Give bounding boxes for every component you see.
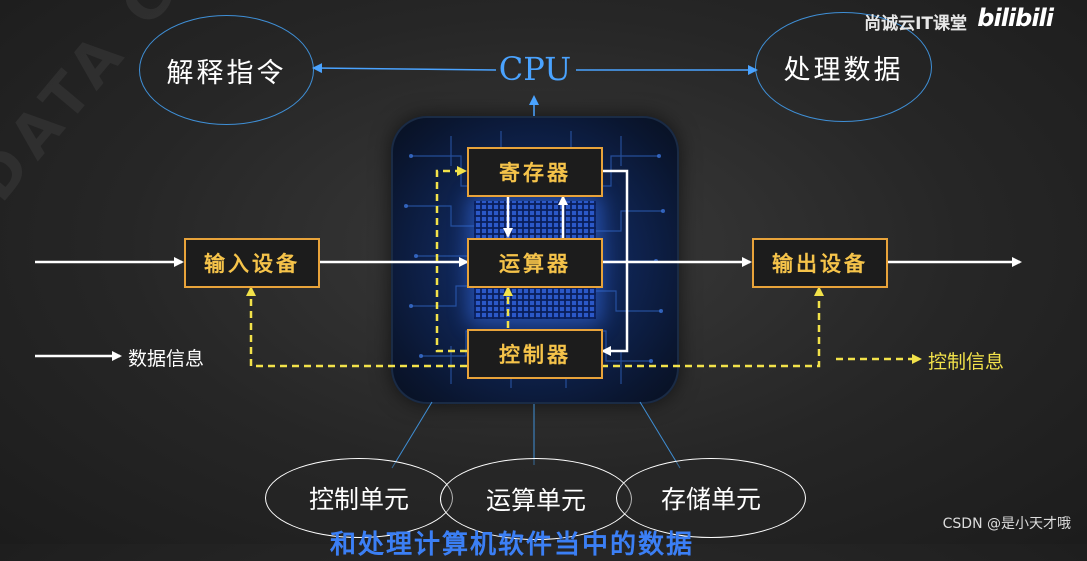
controller-to-input-control bbox=[246, 286, 467, 368]
alu-label: 运算器 bbox=[499, 251, 571, 276]
interpret-instructions-ellipse: 解释指令 bbox=[139, 15, 314, 125]
cpu-to-interpret-arrow bbox=[312, 63, 497, 74]
controller-to-register-control bbox=[435, 166, 467, 353]
process-data-label: 处理数据 bbox=[783, 54, 904, 86]
register-box: 寄存器 bbox=[467, 147, 603, 197]
control-unit-ellipse: 控制单元 bbox=[265, 458, 453, 538]
alu-unit-label: 运算单元 bbox=[485, 486, 586, 515]
csdn-watermark: CSDN @是小天才哦 bbox=[942, 516, 1071, 532]
register-label: 寄存器 bbox=[499, 160, 571, 185]
interpret-instructions-label: 解释指令 bbox=[166, 57, 287, 89]
cpu-title: CPU bbox=[498, 50, 572, 88]
storage-unit-ellipse: 存储单元 bbox=[616, 458, 806, 538]
bilibili-logo: bilibili bbox=[977, 4, 1054, 32]
video-subtitle: 和处理计算机软件当中的数据 bbox=[330, 530, 695, 560]
controller-label: 控制器 bbox=[499, 342, 571, 367]
chip-to-storage-unit-line bbox=[639, 401, 681, 469]
controller-to-output-control bbox=[601, 286, 824, 368]
legend-data-info: 数据信息 bbox=[128, 348, 205, 370]
storage-unit-label: 存储单元 bbox=[660, 485, 761, 514]
chip-to-control-unit-line bbox=[391, 401, 433, 469]
controller-box: 控制器 bbox=[467, 329, 603, 379]
input-device-box: 输入设备 bbox=[184, 238, 320, 288]
alu-box: 运算器 bbox=[467, 238, 603, 288]
register-to-controller-loop bbox=[601, 169, 629, 356]
cpu-diagram: DATA CENTER 解释指令 处理数据 CPU bbox=[112, 4, 1071, 560]
input-device-label: 输入设备 bbox=[204, 251, 300, 276]
control-unit-label: 控制单元 bbox=[308, 485, 409, 514]
output-device-box: 输出设备 bbox=[752, 238, 888, 288]
channel-name: 尚诚云IT课堂 bbox=[864, 14, 967, 34]
alu-unit-ellipse: 运算单元 bbox=[440, 458, 632, 540]
output-device-label: 输出设备 bbox=[772, 251, 868, 276]
arrows-layer bbox=[112, 63, 1022, 469]
legend-control-info: 控制信息 bbox=[928, 351, 1005, 373]
